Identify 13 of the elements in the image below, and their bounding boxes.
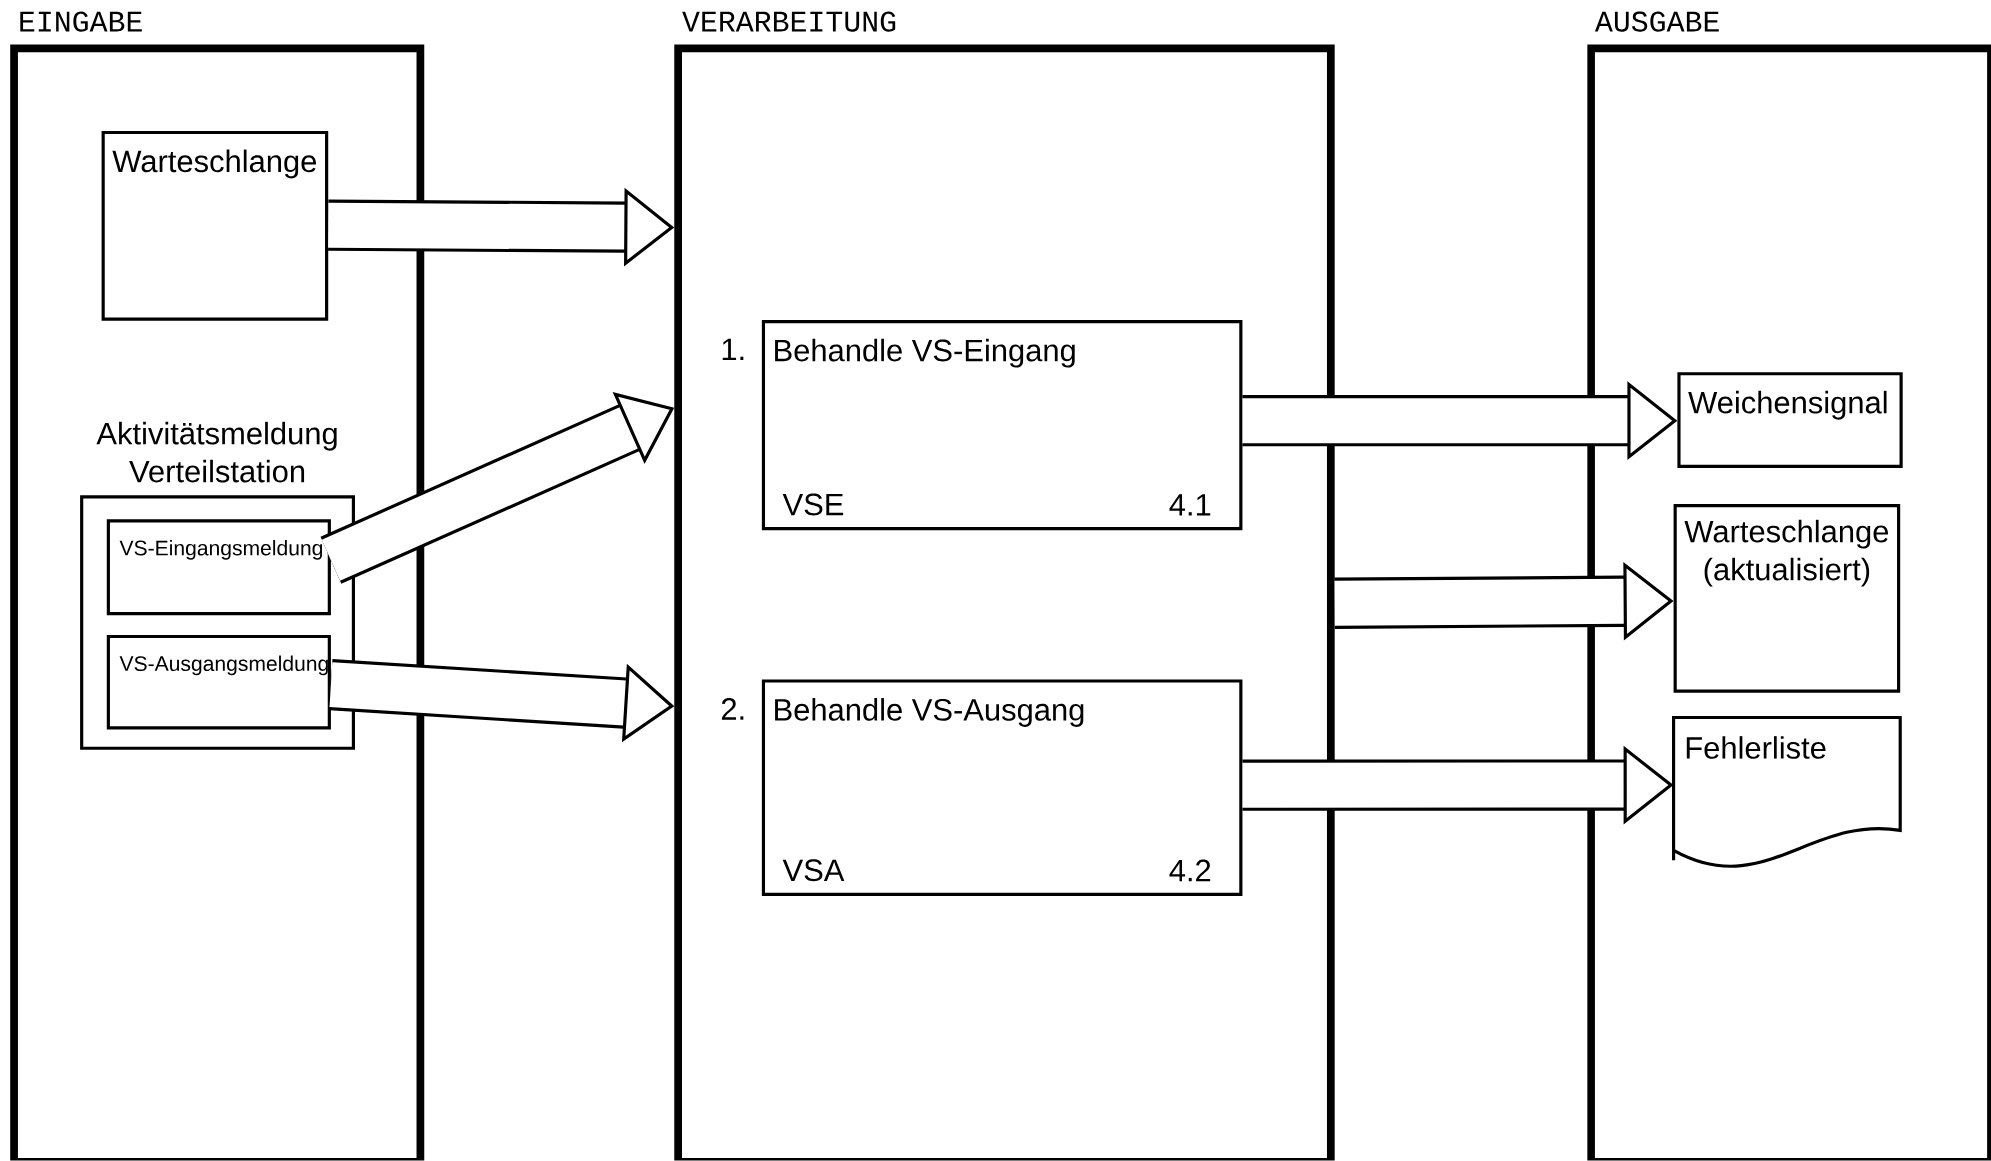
node-label: 2. [721,698,744,720]
node-label: 1. [722,338,744,361]
data-box: Weichensignal [1677,372,1903,469]
node-label: VERARBEITUNG [682,11,896,32]
process-box: Behandle VS-Eingang VSE 4.1 1. [722,320,1243,531]
message-box: VS-Ausgangsmeldung [106,635,331,730]
node-label: EINGABE [20,11,142,32]
message-box: VS-Eingangsmeldung [106,519,331,616]
process-box: Behandle VS-Ausgang VSA 4.2 2. [721,679,1243,897]
data-box: Warteschlange (aktualisiert) [1673,504,1901,693]
node-label: AUSGABE [1594,11,1719,32]
data-box: Warteschlange [101,131,329,321]
node-label: Aktivitätsmeldung Verteilstation [96,422,337,483]
